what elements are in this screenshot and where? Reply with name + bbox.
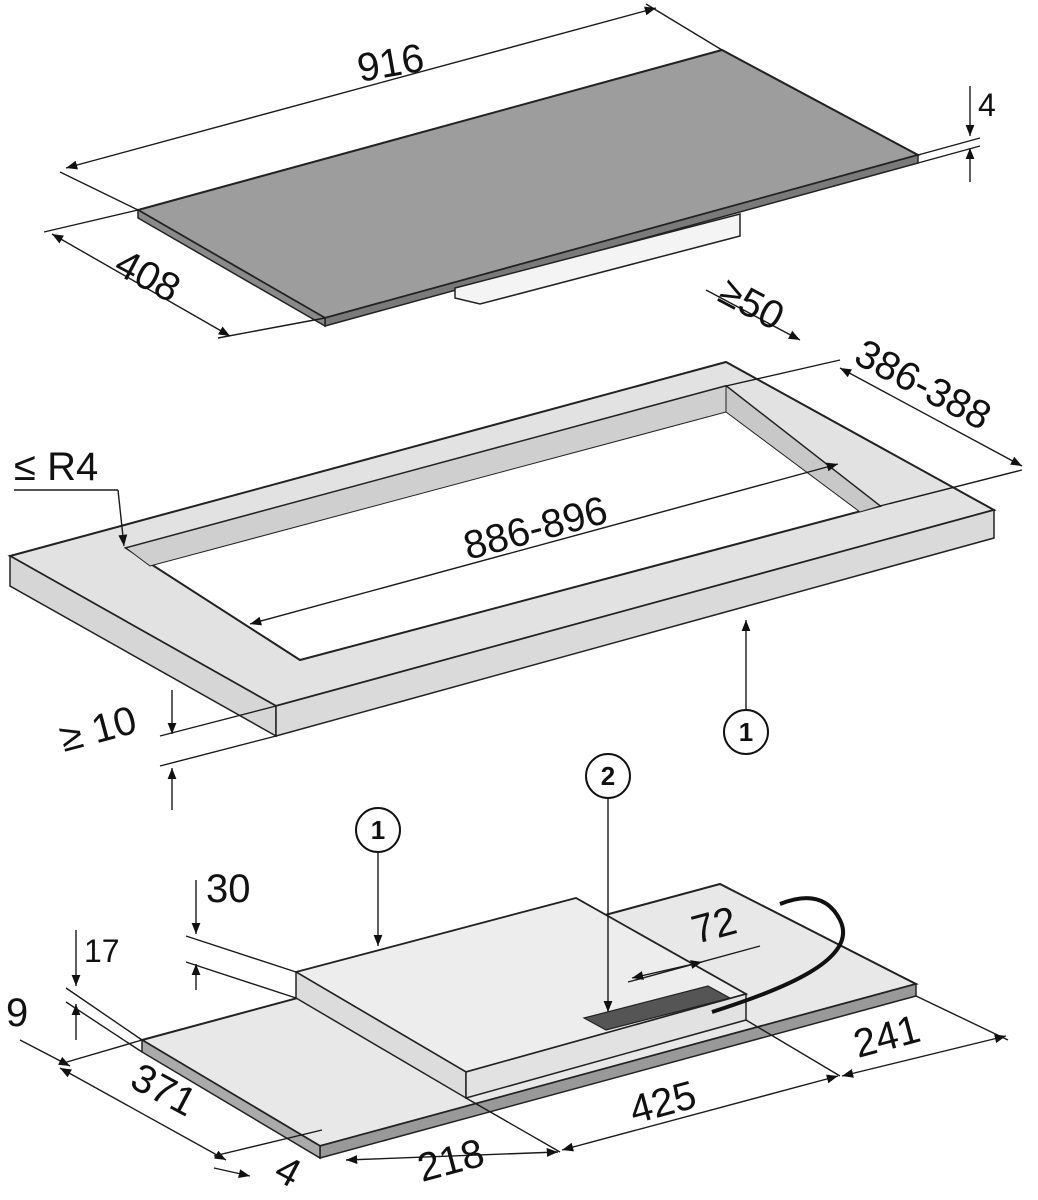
- callout-1-label: 1: [739, 717, 753, 747]
- label-218: 218: [413, 1131, 489, 1191]
- dim-height-9: 9: [6, 991, 71, 1067]
- dim-min-gap-back: ≥50: [705, 269, 801, 341]
- callout-2-vent: 2: [585, 753, 631, 1012]
- label-425: 425: [625, 1073, 701, 1133]
- dim-glass-thickness: 4: [917, 86, 996, 182]
- callout-1-box: 1: [355, 807, 401, 946]
- label-17: 17: [84, 933, 120, 969]
- label-408: 408: [108, 241, 188, 311]
- cooktop-glass: [135, 48, 921, 328]
- callout-1-box-label: 1: [371, 815, 385, 845]
- callout-1-worktop: 1: [723, 620, 769, 755]
- dim-width-241: 241: [841, 995, 1009, 1078]
- label-241: 241: [849, 1007, 925, 1067]
- label-glass-4: 4: [978, 87, 996, 123]
- label-886-896: 886-896: [459, 488, 612, 568]
- appliance-base: [139, 882, 919, 1160]
- label-916: 916: [354, 36, 427, 91]
- label-30: 30: [206, 867, 251, 911]
- dim-height-30: 30: [185, 867, 297, 999]
- dim-corner-radius: ≤ R4: [14, 445, 128, 547]
- callout-2-label: 2: [601, 761, 615, 791]
- label-frame-4: 4: [268, 1147, 308, 1196]
- label-min-10: ≥ 10: [55, 698, 141, 761]
- dim-height-17: 17: [65, 930, 143, 1053]
- label-9: 9: [6, 991, 28, 1035]
- label-r4: ≤ R4: [14, 445, 98, 489]
